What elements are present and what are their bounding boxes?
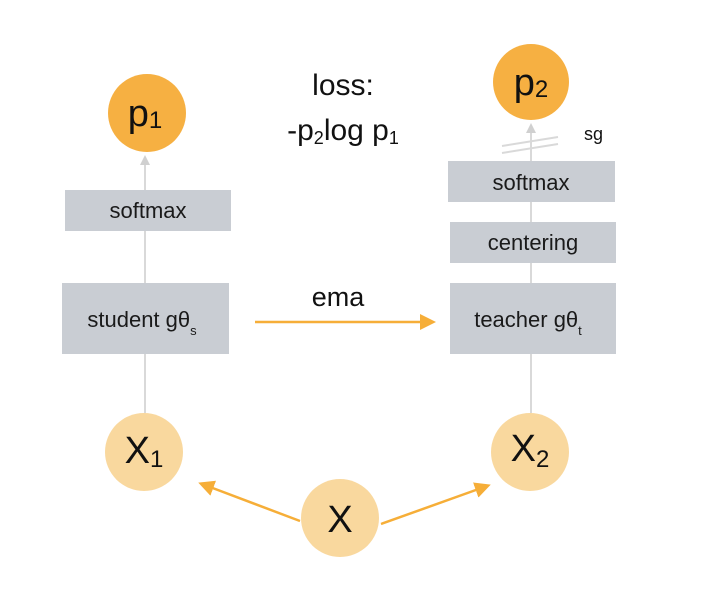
teacher-output-sub: 2: [535, 76, 548, 103]
teacher-centering-box: centering: [450, 222, 616, 263]
teacher-output-main: p: [514, 62, 535, 104]
teacher-input-node: X2: [491, 413, 569, 491]
student-softmax-label: softmax: [109, 198, 186, 223]
student-softmax-box: softmax: [65, 190, 231, 231]
student-output-node: p1: [108, 74, 186, 152]
svg-text:X2: X2: [511, 428, 550, 473]
student-network-subscript: s: [190, 323, 197, 338]
student-input-node: X1: [105, 413, 183, 491]
source-input-label: X: [327, 499, 352, 541]
teacher-input-main: X: [511, 428, 536, 470]
loss-title: loss:: [312, 69, 374, 102]
svg-text:teacher gθt: teacher gθt: [474, 307, 582, 338]
svg-text:p1: p1: [128, 93, 163, 135]
loss-formula-mid: log p: [324, 114, 389, 147]
stop-gradient-icon: [501, 136, 559, 154]
teacher-softmax-box: softmax: [448, 161, 615, 202]
stop-gradient-label: sg: [584, 124, 603, 144]
teacher-centering-label: centering: [488, 230, 579, 255]
student-output-sub: 1: [149, 107, 162, 134]
ema-label: ema: [312, 282, 366, 312]
svg-text:student gθs: student gθs: [87, 307, 197, 338]
source-input-node: X: [301, 479, 379, 557]
teacher-network-subscript: t: [578, 323, 582, 338]
student-network-box: student gθs: [62, 283, 229, 354]
augment-arrow-to-x2: [380, 482, 491, 526]
teacher-network-box: teacher gθt: [450, 283, 616, 354]
augment-arrow-to-x1: [198, 480, 301, 523]
student-network-label: student gθ: [87, 307, 190, 332]
student-input-sub: 1: [150, 446, 163, 473]
loss-formula-prefix: -p: [287, 114, 314, 147]
loss-formula: -p2log p1: [287, 114, 399, 148]
svg-text:X1: X1: [125, 430, 164, 473]
loss-formula-sub1: 2: [314, 128, 324, 148]
teacher-output-node: p2: [493, 44, 569, 120]
student-input-main: X: [125, 430, 150, 472]
student-output-main: p: [128, 93, 149, 135]
teacher-input-sub: 2: [536, 446, 549, 473]
teacher-network-label: teacher gθ: [474, 307, 578, 332]
teacher-softmax-label: softmax: [492, 170, 569, 195]
loss-formula-sub2: 1: [389, 128, 399, 148]
svg-text:p2: p2: [514, 62, 549, 104]
